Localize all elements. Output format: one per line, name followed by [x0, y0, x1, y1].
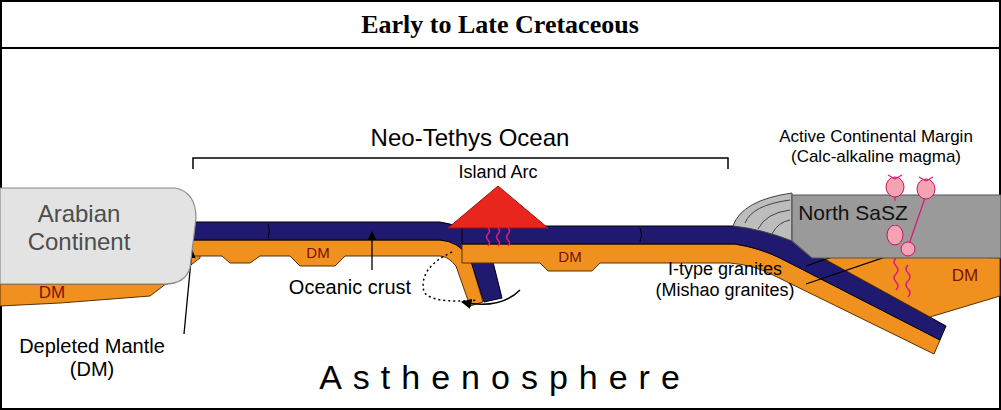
mantle-layer: [190, 240, 483, 306]
leader-arrow: [371, 232, 372, 270]
oceanic-plate: [190, 222, 502, 302]
arc-magma: [487, 228, 510, 246]
granite-pluton: [901, 242, 915, 256]
mantle-tag: DM: [558, 248, 581, 265]
volcanic-plume: [886, 177, 904, 197]
mantle-tag: DM: [952, 266, 978, 286]
arc-label: Island Arc: [458, 162, 537, 183]
subduction-arrow: [462, 290, 520, 304]
mantle-layer: [810, 251, 1000, 317]
island-arc-volcano: [448, 186, 548, 228]
node-outline: [792, 195, 1001, 258]
node-label: North SaSZ: [794, 201, 912, 225]
volcanic-plume: [917, 179, 935, 199]
eruption-lines: [888, 175, 933, 181]
mantle-tag: DM: [306, 244, 329, 261]
plate-tick: [640, 228, 642, 242]
wedge-lines: [745, 200, 790, 234]
asthenosphere-label: Asthenosphere: [319, 358, 691, 397]
diagram-title: Early to Late Cretaceous: [361, 10, 639, 40]
granite-label: I-type granites (Mishao granites): [641, 259, 809, 300]
crust-label: Oceanic crust: [289, 276, 411, 299]
continent-block: Arabian Continent: [0, 188, 196, 284]
mantle-tag: DM: [39, 283, 65, 303]
granite-pluton: [887, 225, 903, 245]
title-rule: [1, 47, 1000, 49]
node-outline: [0, 188, 196, 284]
ocean-name: Neo-Tethys Ocean: [371, 124, 570, 152]
margin-label: Active Continental Margin (Calc-alkaline…: [758, 127, 994, 166]
node-label: Arabian Continent: [4, 200, 154, 255]
slab-melt: [894, 258, 910, 297]
accretionary-wedge: [733, 193, 792, 241]
mantle-label: Depleted Mantle (DM): [6, 335, 178, 381]
plate-tick: [268, 224, 270, 238]
continent-block: North SaSZ: [790, 195, 1001, 258]
